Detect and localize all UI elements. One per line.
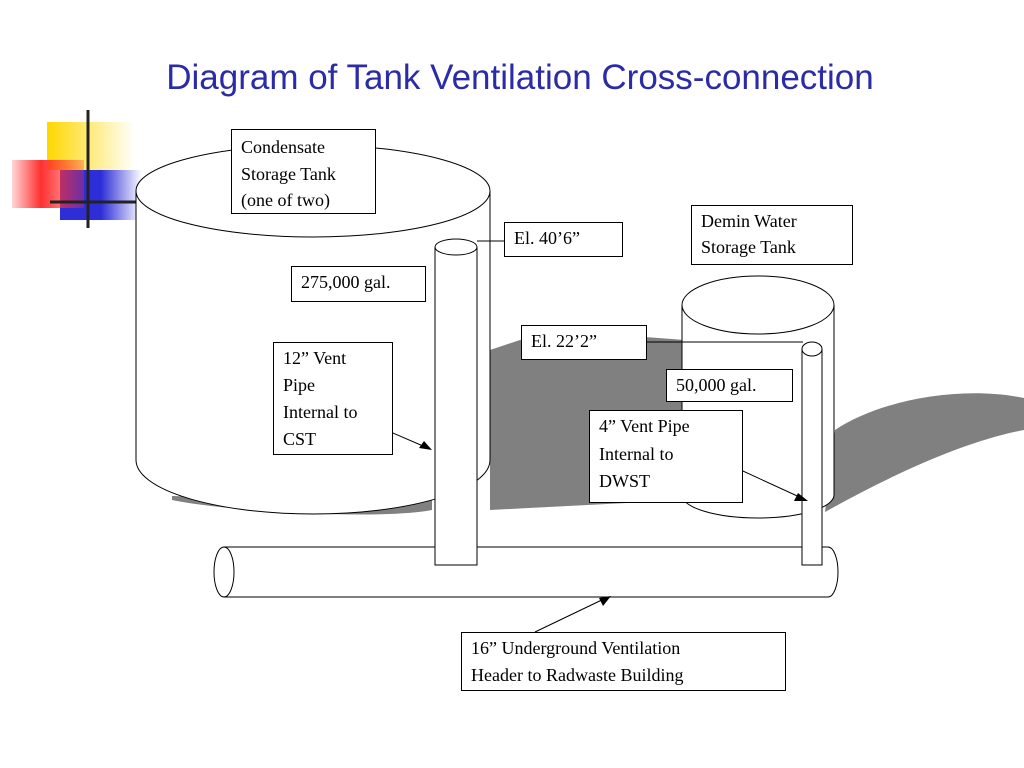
cst-vent-pipe-line: Pipe — [283, 375, 316, 395]
dwst-capacity-text: 50,000 gal. — [676, 375, 757, 395]
dwst-vent-pipe-line: DWST — [599, 471, 650, 491]
dwst-vent-elevation-label: El. 22’2” — [521, 325, 647, 360]
ventilation-header-pipe — [213, 546, 839, 598]
cst-vent-pipe-line: CST — [283, 429, 317, 449]
dwst-name-line: Demin Water — [701, 211, 797, 231]
dwst-name-line: Storage Tank — [701, 237, 796, 257]
dwst-vent-elevation-text: El. 22’2” — [531, 331, 597, 351]
cst-name-line: (one of two) — [241, 190, 330, 210]
dwst-capacity-label: 50,000 gal. — [666, 369, 793, 402]
header-pipe-line: Header to Radwaste Building — [471, 664, 684, 685]
cst-vent-pipe-line: Internal to — [283, 402, 358, 422]
dwst-name-label: Demin Water Storage Tank — [691, 205, 853, 265]
arrowheads — [419, 441, 808, 606]
header-pipe-line: 16” Underground Ventilation — [471, 638, 681, 658]
cst-name-label: Condensate Storage Tank (one of two) — [231, 129, 376, 214]
cst-name-line: Condensate — [241, 137, 325, 157]
cst-name-line: Storage Tank — [241, 163, 336, 184]
dwst-vent-pipe-line: Internal to — [599, 443, 674, 464]
dwst-vent-pipe-label: 4” Vent Pipe Internal to DWST — [589, 410, 743, 503]
cst-capacity-label: 275,000 gal. — [291, 266, 426, 302]
cst-capacity-text: 275,000 gal. — [301, 272, 391, 292]
dwst-vent-pipe-line: 4” Vent Pipe — [599, 416, 690, 436]
cst-vent-pipe-line: 12” Vent — [283, 348, 347, 368]
cst-vent-elevation-text: El. 40’6” — [514, 228, 580, 248]
cst-vent-pipe-label: 12” Vent Pipe Internal to CST — [273, 342, 393, 455]
cst-vent-pipe — [434, 238, 478, 566]
cst-vent-elevation-label: El. 40’6” — [504, 222, 623, 257]
header-pipe-label: 16” Underground Ventilation Header to Ra… — [461, 632, 786, 691]
slide-title: Diagram of Tank Ventilation Cross-connec… — [166, 58, 874, 97]
dwst-vent-pipe — [801, 341, 823, 566]
decorative-squares — [12, 110, 1024, 228]
